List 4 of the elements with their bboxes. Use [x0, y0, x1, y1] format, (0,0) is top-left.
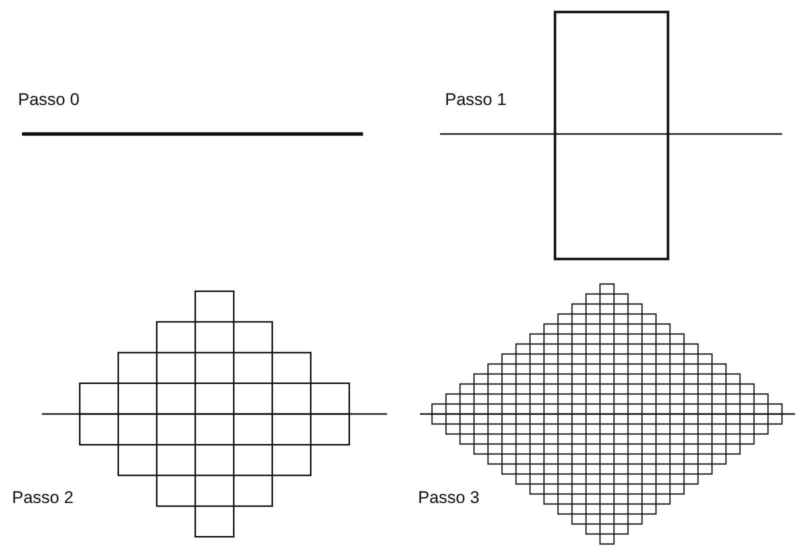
step-label: Passo 1 — [445, 90, 506, 110]
step-label: Passo 2 — [12, 488, 74, 508]
step-label: Passo 3 — [418, 488, 480, 508]
step-label: Passo 0 — [18, 90, 80, 110]
